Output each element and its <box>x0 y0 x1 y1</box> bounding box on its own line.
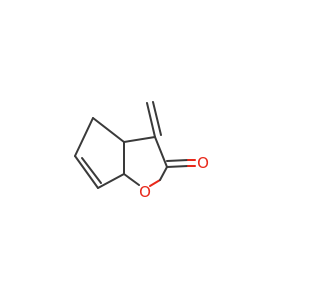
bond-c3-c2 <box>154 136 168 168</box>
bond-o1-c2 <box>159 166 168 181</box>
bond-c2-o-carbonyl-double <box>166 159 189 162</box>
atom-ring-oxygen: O <box>139 183 151 201</box>
atom-carbonyl-oxygen: O <box>197 154 209 172</box>
bond-c3-ch2-double <box>152 101 162 136</box>
bond-o1-c2-red <box>149 179 161 187</box>
bond-c3a-c3 <box>123 136 156 143</box>
bond-c2-o-carbonyl <box>166 165 189 168</box>
molecule-structure: O O <box>74 101 209 201</box>
bond-c3-ch2 <box>146 102 156 138</box>
bond-c7a-o1 <box>123 173 140 186</box>
bond-c5-c6 <box>74 117 94 157</box>
bond-c6-c7-double <box>81 157 102 184</box>
bond-c7-c7a <box>97 173 125 189</box>
bond-c4-c5 <box>92 117 125 143</box>
bond-c6-c7 <box>74 155 99 189</box>
